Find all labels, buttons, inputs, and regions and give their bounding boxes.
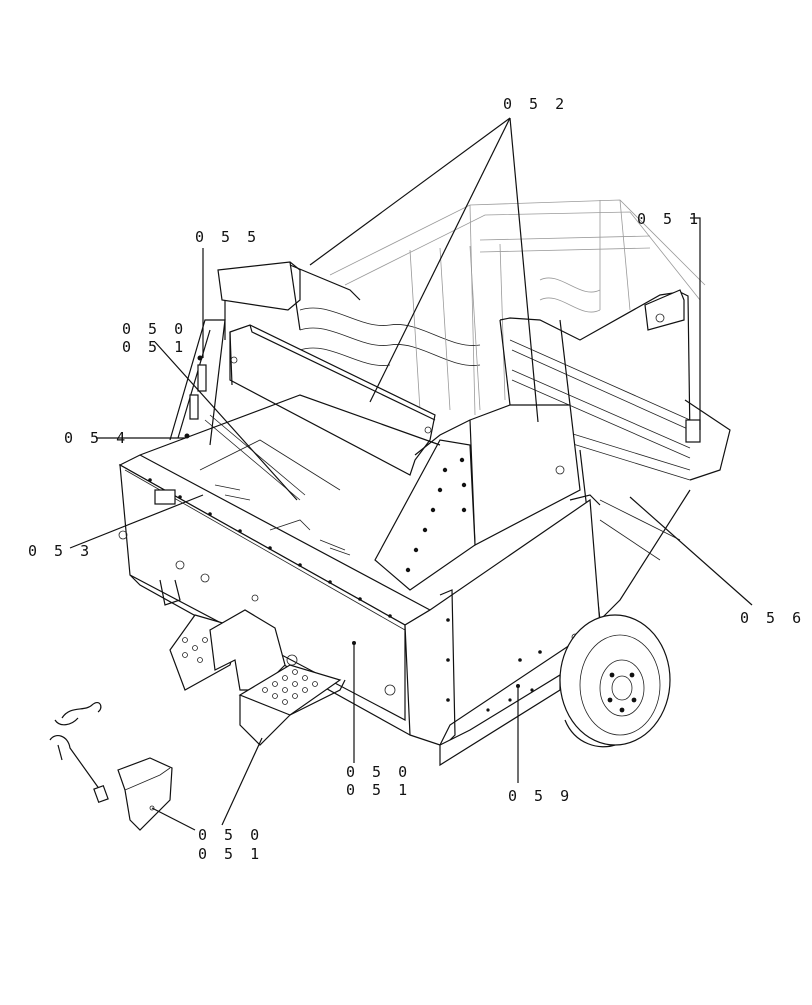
callout-056: 0 5 6 bbox=[740, 609, 805, 627]
upper-door-panel bbox=[469, 319, 581, 546]
callout-051-top: 0 5 1 bbox=[637, 210, 702, 228]
callout-051-upper: 0 5 1 bbox=[122, 338, 187, 356]
rollers bbox=[299, 243, 601, 411]
callout-059: 0 5 9 bbox=[508, 787, 573, 805]
callout-055: 0 5 5 bbox=[195, 228, 260, 246]
callout-050-center: 0 5 0 bbox=[346, 763, 411, 781]
loose-parts bbox=[49, 701, 173, 831]
rear-frame bbox=[289, 199, 706, 416]
callout-051-center: 0 5 1 bbox=[346, 781, 411, 799]
front-left-side-plate bbox=[374, 439, 476, 591]
callout-050-upper: 0 5 0 bbox=[122, 320, 187, 338]
wheel bbox=[559, 614, 671, 748]
callout-052: 0 5 2 bbox=[503, 95, 568, 113]
leader-lines bbox=[69, 117, 753, 831]
callout-053: 0 5 3 bbox=[28, 542, 93, 560]
callout-labels: 0 5 2 0 5 1 0 5 5 0 5 0 0 5 1 0 5 4 0 5 … bbox=[28, 95, 805, 863]
tread-dots bbox=[182, 637, 318, 705]
top-beam bbox=[229, 324, 471, 476]
callout-051-bottom: 0 5 1 bbox=[198, 845, 263, 863]
callout-054: 0 5 4 bbox=[64, 429, 129, 447]
right-side-frame bbox=[499, 289, 731, 622]
step-assembly bbox=[169, 609, 346, 746]
callout-050-bottom: 0 5 0 bbox=[198, 826, 263, 844]
front-body-rivets bbox=[148, 478, 392, 618]
front-right-panel bbox=[404, 494, 601, 767]
